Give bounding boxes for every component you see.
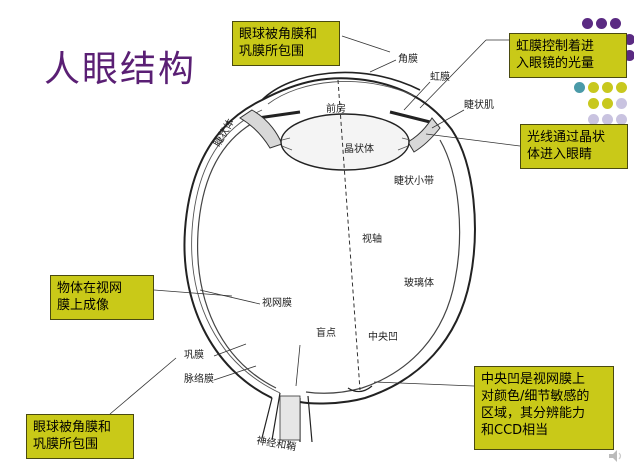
callout-line: 和CCD相当	[481, 423, 549, 438]
label-cornea: 角膜	[398, 53, 418, 65]
slide-title: 人眼结构	[44, 49, 197, 90]
dot	[574, 82, 585, 93]
dot	[588, 98, 599, 109]
cornea-inner	[267, 81, 416, 105]
callout-line: 巩膜所包围	[33, 437, 99, 452]
callout-line: 区域，其分辨能力	[481, 406, 586, 421]
sclera-outline	[183, 77, 476, 405]
label-choroid: 脉络膜	[184, 372, 214, 385]
callout-iris: 虹膜控制着进 入眼镜的光量	[509, 33, 627, 78]
zonule-fibers	[281, 137, 411, 151]
retina-layer-right	[305, 139, 461, 394]
callout-lens: 光线通过晶状 体进入眼睛	[520, 124, 628, 169]
dot	[624, 34, 634, 45]
label-anterior-chamber: 前房	[326, 102, 346, 115]
callout-line: 光线通过晶状	[527, 130, 606, 145]
dot	[588, 114, 599, 125]
dot	[610, 18, 621, 29]
optic-nerve	[279, 395, 301, 441]
fovea-pit	[347, 385, 373, 393]
callout-line: 物体在视网	[57, 281, 123, 296]
callout-line: 眼球被角膜和	[33, 420, 112, 435]
retina-layer	[197, 117, 277, 389]
label-blind-spot: 盲点	[316, 326, 336, 339]
callout-line: 虹膜控制着进	[516, 39, 595, 54]
speaker-icon[interactable]	[608, 448, 624, 462]
dot	[616, 98, 627, 109]
callout-line: 对颜色/细节敏感的	[481, 389, 590, 404]
label-sclera: 巩膜	[184, 349, 204, 361]
lens-shape	[280, 113, 410, 171]
iris-shape	[257, 110, 431, 124]
callout-line: 中央凹是视网膜上	[481, 372, 586, 387]
callout-fovea: 中央凹是视网膜上 对颜色/细节敏感的 区域，其分辨能力 和CCD相当	[474, 366, 614, 450]
dot	[616, 82, 627, 93]
dot	[624, 50, 634, 61]
dot	[602, 82, 613, 93]
dot	[596, 18, 607, 29]
dot	[602, 114, 613, 125]
label-ciliary-muscle: 睫状肌	[464, 98, 494, 111]
callout-line: 眼球被角膜和	[239, 27, 318, 42]
callout-cornea-sclera-bottom: 眼球被角膜和 巩膜所包围	[26, 414, 134, 459]
label-vitreous: 玻璃体	[404, 276, 434, 289]
label-fovea: 中央凹	[368, 330, 398, 343]
optic-nerve-sheath	[261, 392, 313, 443]
visual-axis-line	[337, 79, 361, 391]
dot	[588, 82, 599, 93]
callout-line: 入眼镜的光量	[516, 56, 595, 71]
callout-cornea-sclera-top: 眼球被角膜和 巩膜所包围	[232, 21, 340, 66]
choroid-layer	[191, 109, 281, 394]
blind-spot-marker	[295, 344, 301, 387]
dot	[602, 98, 613, 109]
dot	[616, 114, 627, 125]
label-retina: 视网膜	[262, 296, 292, 309]
cornea-outline	[261, 71, 421, 101]
dot	[582, 18, 593, 29]
label-ciliary-body: 睫状体	[211, 116, 237, 148]
label-zonule: 睫状小带	[394, 174, 434, 187]
label-visual-axis: 视轴	[362, 232, 382, 245]
label-iris: 虹膜	[430, 71, 450, 83]
callout-line: 膜上成像	[57, 298, 110, 313]
callout-retina: 物体在视网 膜上成像	[50, 275, 154, 320]
callout-line: 体进入眼睛	[527, 147, 593, 162]
label-lens: 晶状体	[344, 142, 374, 155]
callout-line: 巩膜所包围	[239, 44, 305, 59]
